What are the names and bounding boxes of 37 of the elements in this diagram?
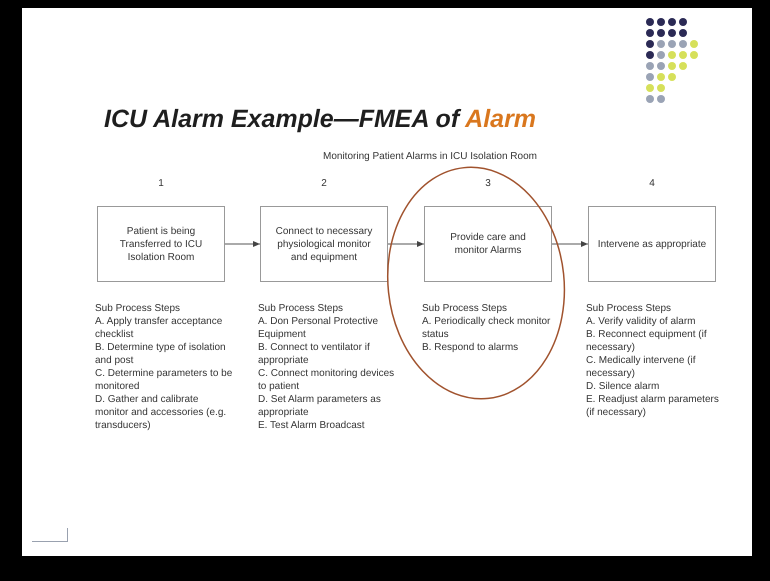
sub-steps-heading: Sub Process Steps bbox=[258, 302, 344, 315]
diagram-subtitle: Monitoring Patient Alarms in ICU Isolation Room bbox=[322, 150, 538, 164]
process-text: Connect to necessary physiological monitor and equipment bbox=[274, 224, 374, 264]
step-number: 2 bbox=[320, 177, 328, 191]
sub-step-text: B. Respond to alarms bbox=[422, 341, 520, 354]
sub-step-text: C. Determine parameters to be monitored bbox=[95, 367, 233, 393]
sub-steps-heading: Sub Process Steps bbox=[95, 302, 182, 315]
sub-step-text: C. Medically intervene (if necessary) bbox=[586, 354, 696, 380]
sub-step-text: D. Silence alarm bbox=[586, 380, 660, 393]
sub-step-text: D. Set Alarm parameters as appropriate bbox=[258, 393, 382, 419]
process-text: Provide care and monitor Alarms bbox=[449, 231, 527, 257]
process-text: Patient is being Transferred to ICU Isolation Room bbox=[118, 224, 204, 264]
step-number: 3 bbox=[484, 177, 492, 191]
arrow bbox=[552, 241, 588, 247]
process-box bbox=[588, 206, 716, 282]
sub-step-text: A. Don Personal Protective Equipment bbox=[258, 315, 380, 341]
sub-step-text: A. Verify validity of alarm bbox=[586, 315, 696, 328]
sub-step-text: D. Gather and calibrate monitor and accessories (e.g. transducers) bbox=[95, 393, 228, 432]
sub-steps-heading: Sub Process Steps bbox=[422, 302, 508, 315]
process-box bbox=[260, 206, 388, 282]
sub-step-text: E. Readjust alarm parameters (if necessary) bbox=[586, 393, 720, 419]
sub-step-text: B. Determine type of isolation and post bbox=[95, 341, 227, 367]
sub-step-text: C. Connect monitoring devices to patient bbox=[258, 367, 396, 393]
sub-step-text: B. Reconnect equipment (if necessary) bbox=[586, 328, 708, 354]
sub-step-text: E. Test Alarm Broadcast bbox=[258, 419, 366, 432]
sub-steps-heading: Sub Process Steps bbox=[586, 302, 672, 315]
process-box bbox=[97, 206, 225, 282]
sub-step-text: B. Connect to ventilator if appropriate bbox=[258, 341, 371, 367]
step-number: 4 bbox=[648, 177, 656, 191]
arrow bbox=[224, 241, 260, 247]
slide-title: ICU Alarm Example—FMEA of Alarm bbox=[104, 104, 536, 135]
step-number: 1 bbox=[157, 177, 165, 191]
sub-step-text: A. Periodically check monitor status bbox=[422, 315, 552, 341]
arrow bbox=[388, 241, 424, 247]
sub-step-text: A. Apply transfer acceptance checklist bbox=[95, 315, 224, 341]
process-text: Intervene as appropriate bbox=[598, 238, 706, 250]
process-box bbox=[424, 206, 552, 282]
